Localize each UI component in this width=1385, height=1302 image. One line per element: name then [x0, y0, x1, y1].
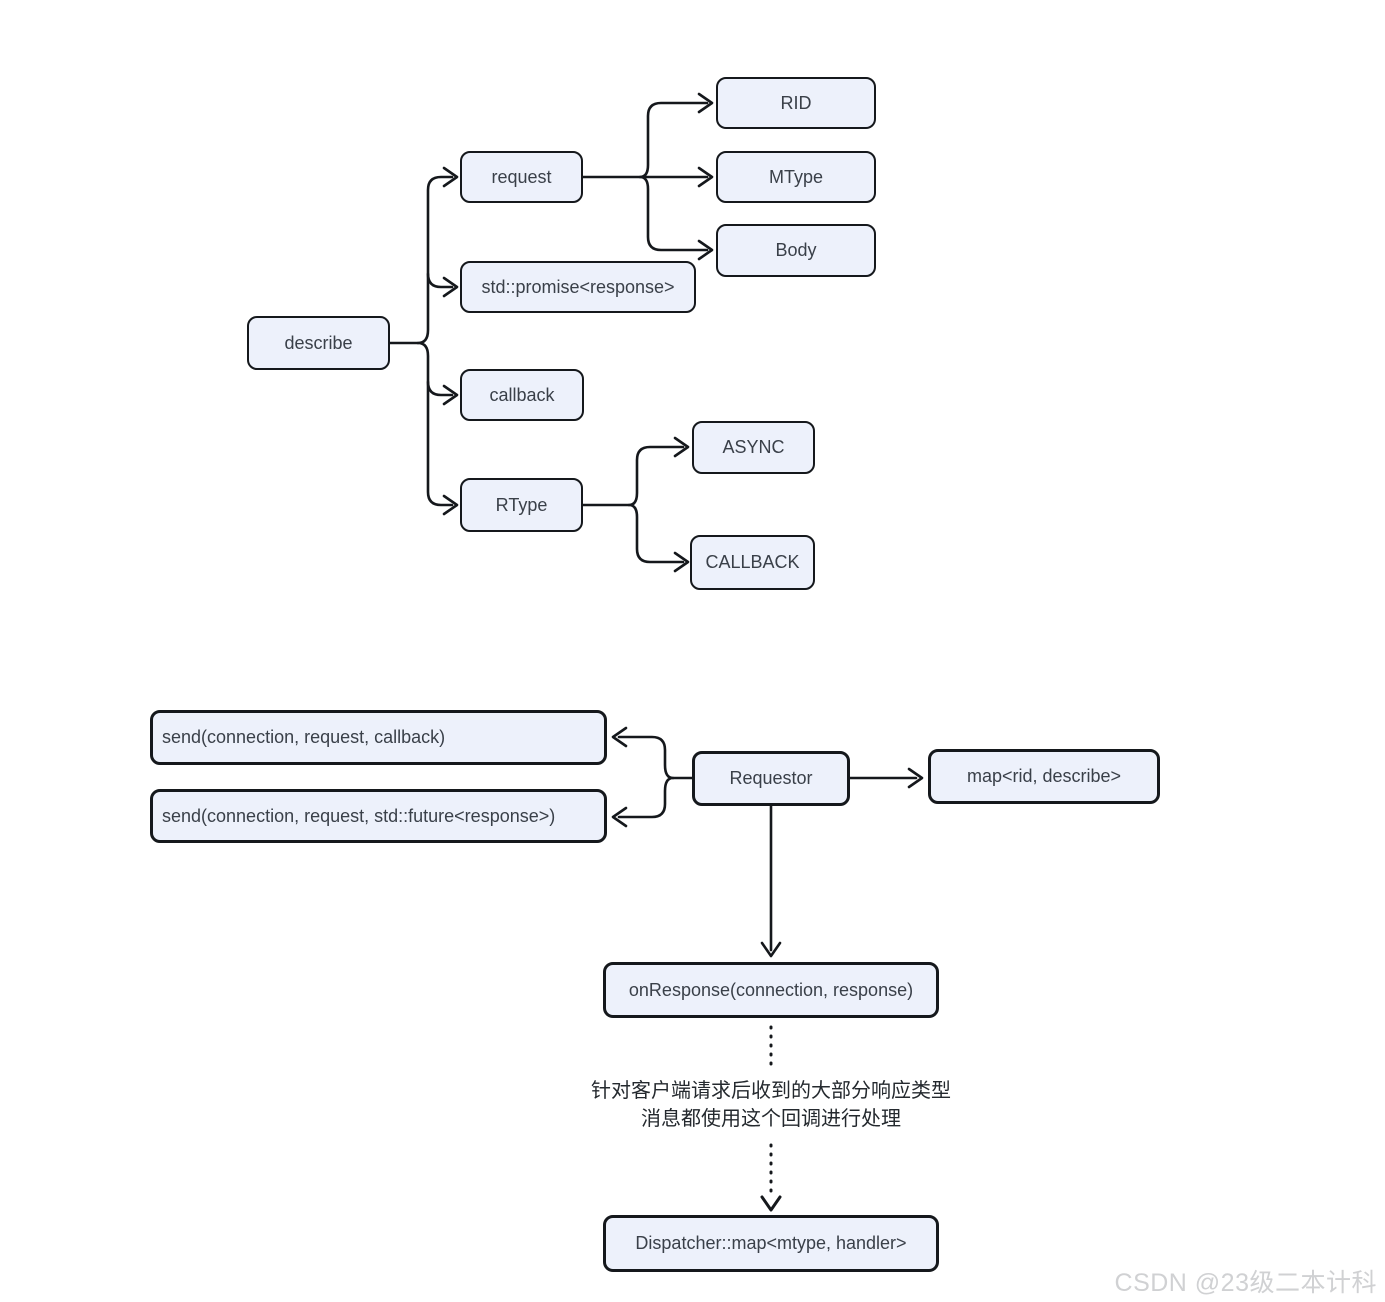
node-rtype: RType: [460, 478, 583, 532]
arrowhead-request: [442, 166, 459, 188]
arrowhead-dispatcher: [760, 1195, 782, 1212]
node-body: Body: [716, 224, 876, 277]
arrowhead-async: [673, 436, 690, 458]
arrowhead-onresponse: [760, 941, 782, 958]
annotation-line2: 消息都使用这个回调进行处理: [641, 1108, 901, 1130]
arrowhead-mtype: [697, 166, 714, 188]
arrowhead-map: [907, 767, 924, 789]
node-send-callback: send(connection, request, callback): [150, 710, 607, 765]
watermark: CSDN @23级二本计科: [1114, 1269, 1377, 1297]
node-describe: describe: [247, 316, 390, 370]
annotation-line1: 针对客户端请求后收到的大部分响应类型: [591, 1080, 951, 1102]
edge-describe-fork: [416, 175, 454, 507]
node-requestor: Requestor: [692, 751, 850, 806]
node-dispatcher-map: Dispatcher::map<mtype, handler>: [603, 1215, 939, 1272]
node-send-future: send(connection, request, std::future<re…: [150, 789, 607, 843]
annotation-text: 针对客户端请求后收到的大部分响应类型 消息都使用这个回调进行处理: [520, 1077, 1022, 1133]
node-map-rid-describe: map<rid, describe>: [928, 749, 1160, 804]
arrowhead-callback-enum: [673, 551, 690, 573]
edge-requestor-fork: [617, 735, 675, 819]
node-mtype: MType: [716, 151, 876, 203]
edge-rtype-fork: [627, 445, 685, 564]
node-async: ASYNC: [692, 421, 815, 474]
arrowhead-send-callback: [611, 726, 628, 748]
edge-request-fork: [638, 101, 709, 252]
node-request: request: [460, 151, 583, 203]
arrowhead-callback: [442, 384, 459, 406]
edge-branch-callback: [426, 380, 454, 397]
node-callback: callback: [460, 369, 584, 421]
arrowhead-rtype: [442, 494, 459, 516]
node-callback-enum: CALLBACK: [690, 535, 815, 590]
arrowhead-send-future: [611, 806, 628, 828]
arrowhead-rid: [697, 92, 714, 114]
node-rid: RID: [716, 77, 876, 129]
node-std-promise: std::promise<response>: [460, 261, 696, 313]
node-onresponse: onResponse(connection, response): [603, 962, 939, 1018]
arrowhead-promise: [442, 276, 459, 298]
arrowhead-body: [697, 239, 714, 261]
edge-branch-promise: [426, 272, 454, 289]
